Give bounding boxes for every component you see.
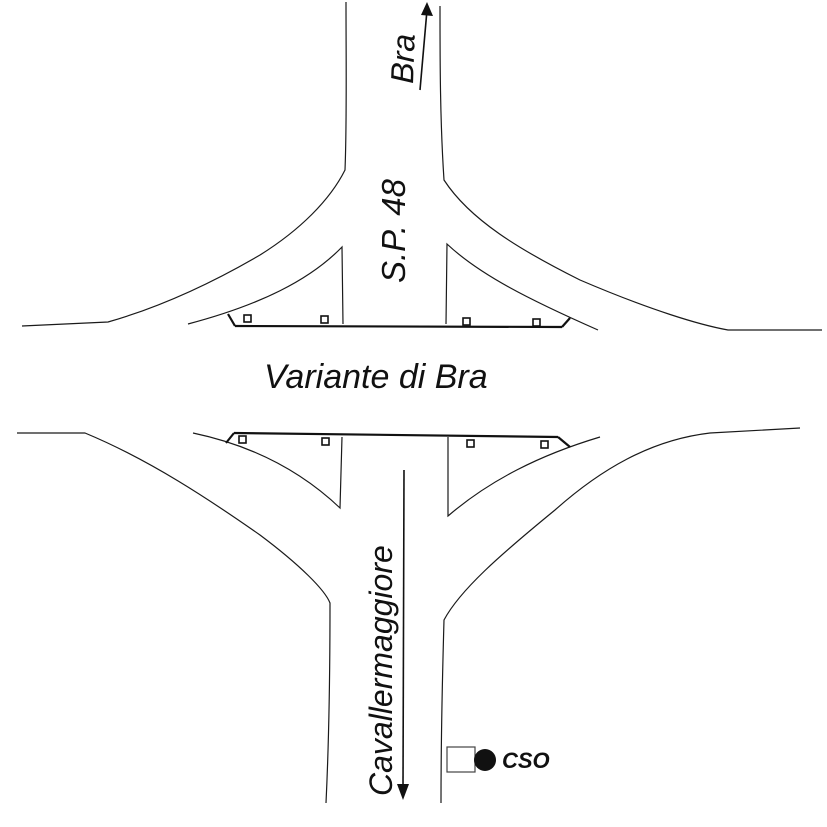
south-marker <box>540 440 549 449</box>
north-stop-tick-left <box>227 313 236 327</box>
north-road-left-edge <box>21 1 347 327</box>
south-left-island <box>192 432 343 510</box>
south-marker <box>321 437 330 446</box>
north-left-island <box>187 245 344 325</box>
cavallermaggiore-arrow-head <box>397 784 409 800</box>
north-stop-tick-right <box>561 317 571 328</box>
south-marker <box>466 439 475 448</box>
south-marker <box>238 435 247 444</box>
cavallermaggiore-direction-arrow <box>402 469 405 789</box>
main-road-label: Variante di Bra <box>264 358 488 396</box>
south-stop-line <box>233 431 559 439</box>
bra-direction-arrow <box>419 9 428 91</box>
north-stop-line <box>234 324 563 329</box>
cso-label: CSO <box>502 748 550 773</box>
south-stop-tick-right <box>557 436 571 448</box>
south-destination-label: Cavallermaggiore <box>363 545 399 796</box>
north-marker <box>243 314 252 323</box>
cso-station-dot <box>474 749 496 771</box>
north-marker <box>532 318 541 327</box>
north-right-island <box>445 242 599 331</box>
north-marker <box>462 317 471 326</box>
south-stop-tick-left <box>225 432 235 444</box>
bra-arrow-head <box>421 2 433 16</box>
north-destination-label: Bra <box>384 33 422 84</box>
south-right-island <box>447 436 601 518</box>
south-road-right-edge <box>440 427 801 804</box>
north-marker <box>320 315 329 324</box>
north-road-label: S.P. 48 <box>375 178 412 283</box>
cso-station-box <box>446 746 476 773</box>
north-road-right-edge <box>439 5 822 331</box>
south-road-left-edge <box>17 432 331 804</box>
